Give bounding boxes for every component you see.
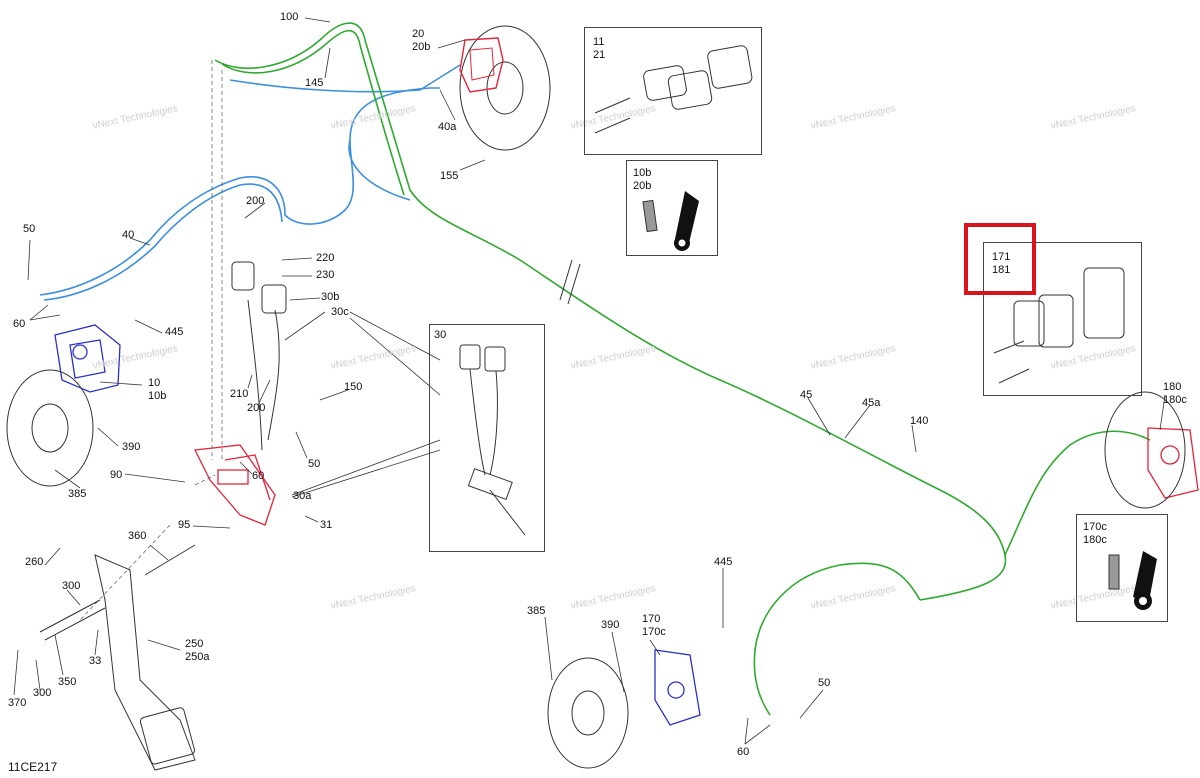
callout-90: 90 <box>110 469 123 481</box>
callout-40: 40 <box>122 229 135 241</box>
reservoirs <box>231 261 287 451</box>
dashed-guides <box>79 60 223 621</box>
inset-rear-bleeder: 170c 180c <box>1076 514 1168 622</box>
callout-10-10b: 10 10b <box>148 377 167 402</box>
inset-master-cylinder: 30 <box>429 324 545 552</box>
green-brake-line <box>214 22 1151 716</box>
rear-left-caliper <box>654 649 701 726</box>
inset-rear-pads: 171 181 <box>983 242 1142 396</box>
callout-155: 155 <box>440 170 459 182</box>
brake-pads-icon <box>594 45 753 134</box>
inset-label-11-21: 11 21 <box>593 36 606 61</box>
callout-385: 385 <box>68 488 87 500</box>
callout-60-rear: 60 <box>737 746 750 758</box>
callout-385-rear: 385 <box>527 605 546 617</box>
callout-390: 390 <box>122 441 141 453</box>
front-right-caliper <box>459 37 504 93</box>
inset-label-30: 30 <box>434 329 447 341</box>
callout-150: 150 <box>344 381 363 393</box>
master-cylinder-icon <box>459 344 526 536</box>
callout-210: 210 <box>230 388 249 400</box>
callout-220: 220 <box>316 252 335 264</box>
brake-pads-icon <box>993 267 1125 384</box>
front-right-disc <box>459 25 551 151</box>
callout-390-rear: 390 <box>601 619 620 631</box>
master-cylinder <box>194 444 276 526</box>
callout-40a: 40a <box>438 121 457 133</box>
callout-200-lower: 200 <box>247 402 266 414</box>
highlight-box <box>964 223 1036 295</box>
callout-33: 33 <box>89 655 102 667</box>
callout-180-180c: 180 180c <box>1163 381 1187 406</box>
leader-lines <box>13 17 1166 745</box>
callout-20-20b: 20 20b <box>412 28 431 53</box>
callout-145: 145 <box>305 77 324 89</box>
callout-50: 50 <box>23 223 36 235</box>
callout-250-250a: 250 250a <box>185 638 210 663</box>
diagram-code: 11CE217 <box>8 760 58 774</box>
callout-230: 230 <box>316 269 335 281</box>
callout-445-rear: 445 <box>714 556 733 568</box>
callout-445: 445 <box>165 326 184 338</box>
callout-50-mid: 50 <box>308 458 321 470</box>
callout-300-lower: 300 <box>33 687 52 699</box>
callout-100: 100 <box>280 11 299 23</box>
callout-45: 45 <box>800 389 813 401</box>
brake-pedal <box>39 544 196 771</box>
callout-170-170c: 170 170c <box>642 613 666 638</box>
front-left-disc <box>6 369 94 487</box>
callout-50-rear: 50 <box>818 677 831 689</box>
blue-brake-line <box>39 64 461 301</box>
bleeder-screw-icon <box>642 191 699 251</box>
callout-30a: 30a <box>293 490 312 502</box>
rear-right-caliper <box>1147 427 1199 499</box>
callout-200: 200 <box>246 195 265 207</box>
callout-30c: 30c <box>331 306 349 318</box>
callout-45a: 45a <box>862 397 881 409</box>
bleeder-screw-icon <box>1108 551 1157 610</box>
callout-60-mid: 60 <box>252 470 265 482</box>
inset-label-171-181: 171 181 <box>992 251 1011 276</box>
callout-60: 60 <box>13 318 26 330</box>
callout-30b: 30b <box>321 291 340 303</box>
rear-right-disc <box>1104 391 1186 509</box>
callout-260: 260 <box>25 556 44 568</box>
callout-350: 350 <box>58 676 77 688</box>
callout-95: 95 <box>178 519 191 531</box>
callout-140: 140 <box>910 415 929 427</box>
inset-front-pads: 11 21 <box>584 27 762 155</box>
inset-label-10b-20b: 10b 20b <box>633 167 652 192</box>
inset-front-bleeder: 10b 20b <box>626 160 718 256</box>
callout-300: 300 <box>62 580 81 592</box>
line-break-mark <box>559 259 581 305</box>
callout-360: 360 <box>128 530 147 542</box>
callout-370: 370 <box>8 697 27 709</box>
inset-label-170c-180c: 170c 180c <box>1083 521 1107 546</box>
rear-left-disc <box>547 657 629 769</box>
callout-31: 31 <box>320 519 333 531</box>
front-left-caliper <box>54 324 121 393</box>
